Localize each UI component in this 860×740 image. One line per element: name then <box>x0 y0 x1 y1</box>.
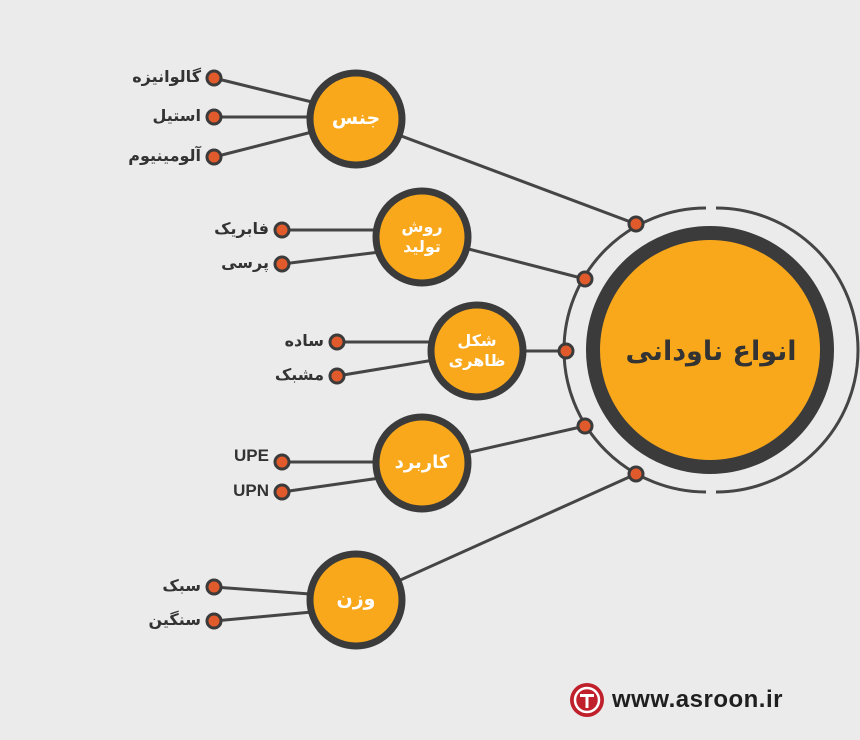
brand-url[interactable]: www.asroon.ir <box>612 686 783 713</box>
connector-leaf-pressed <box>281 250 381 266</box>
connector-leaf-perforated <box>336 358 435 378</box>
leaf-label-heavy: سنگین <box>148 610 202 629</box>
leaf-label-fabric: فابریک <box>214 219 269 238</box>
hub-dot-material <box>627 215 645 233</box>
leaf-dot-galvanized <box>205 69 223 87</box>
leaf-label-pressed: پرسی <box>221 253 269 272</box>
leaf-dot-fabric <box>273 221 291 239</box>
leaf-label-aluminum: آلومینیوم <box>128 146 201 165</box>
connector-leaf-galvanized <box>213 76 313 104</box>
leaf-dot-heavy <box>205 612 223 630</box>
leaf-label-upe: UPE <box>234 446 269 465</box>
branch-node-usage <box>372 413 472 513</box>
branch-label-usage: کاربرد <box>394 451 450 473</box>
leaf-label-light: سبک <box>162 576 201 595</box>
leaf-dot-steel <box>205 108 223 126</box>
leaf-dot-perforated <box>328 367 346 385</box>
branch-label-shape: شکل ظاهری <box>448 331 506 370</box>
connector-leaf-upn <box>281 476 381 494</box>
branch-label-weight: وزن <box>336 588 376 611</box>
hub-dot-weight <box>627 465 645 483</box>
branch-node-material <box>306 69 406 169</box>
leaf-dot-light <box>205 578 223 596</box>
connector-leaf-aluminum <box>213 130 313 159</box>
leaf-dot-pressed <box>273 255 291 273</box>
brand-logo-icon <box>570 683 604 717</box>
brand-footer: www.asroon.ir <box>570 680 783 720</box>
leaf-dot-aluminum <box>205 148 223 166</box>
hub-dot-shape <box>557 342 575 360</box>
connector-leaf-heavy <box>213 610 313 623</box>
branch-node-production <box>372 187 472 287</box>
branch-label-production: روش تولید <box>401 217 443 256</box>
branch-node-shape <box>427 301 527 401</box>
hub-node <box>586 226 834 474</box>
leaf-label-perforated: مشبک <box>274 365 324 384</box>
hub-dot-production <box>576 270 594 288</box>
leaf-dot-plain <box>328 333 346 351</box>
leaf-label-galvanized: گالوانیزه <box>132 67 201 86</box>
leaf-label-upn: UPN <box>233 481 269 500</box>
leaf-label-steel: استیل <box>152 106 201 125</box>
leaf-dot-upn <box>273 483 291 501</box>
connector-material-hub <box>355 117 637 226</box>
leaf-label-plain: ساده <box>284 331 324 350</box>
hub-title: انواع ناودانی <box>625 335 797 367</box>
leaf-dot-upe <box>273 453 291 471</box>
brand-logo-glyph <box>573 686 601 714</box>
branch-label-material: جنس <box>331 107 381 130</box>
branch-node-weight <box>306 550 406 650</box>
connector-leaf-light <box>213 585 311 596</box>
connector-weight-hub <box>355 472 637 602</box>
hub-outer-arc-right <box>715 206 860 494</box>
hub-dot-usage <box>576 417 594 435</box>
